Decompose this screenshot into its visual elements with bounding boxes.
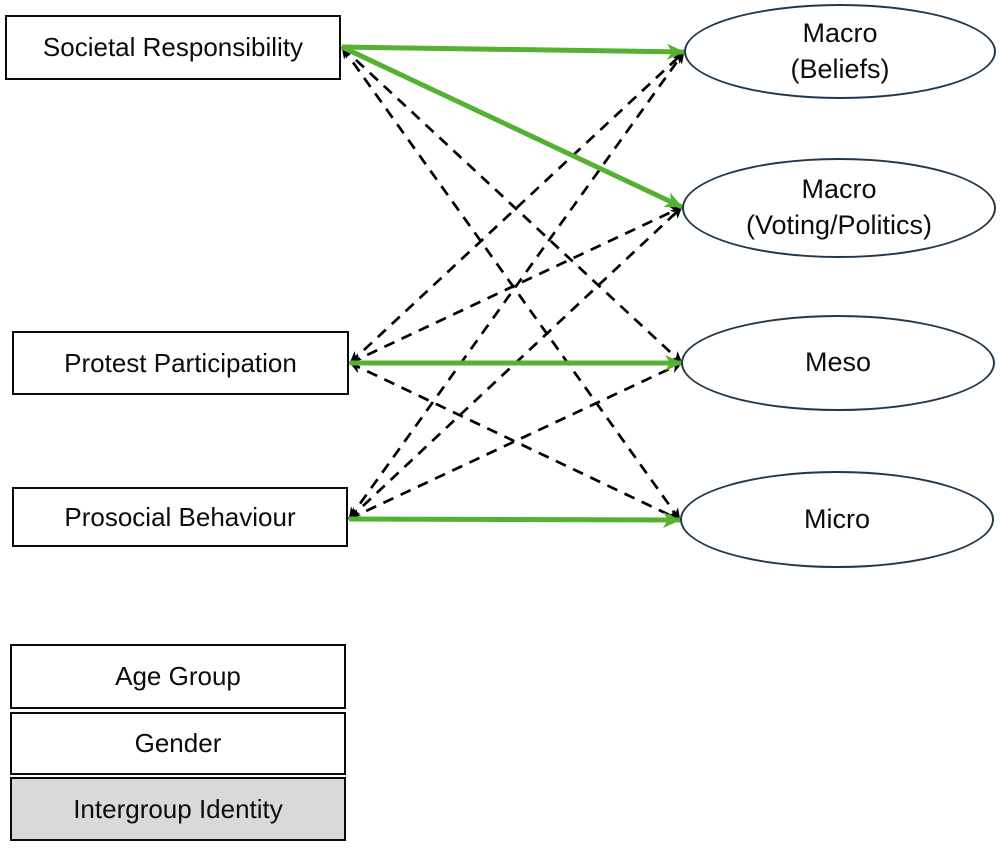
covariate-label: Intergroup Identity [73, 793, 283, 824]
path-societal_responsibility-to-meso [341, 46, 683, 364]
outcome-micro: Micro [680, 471, 994, 568]
predictor-label: Prosocial Behaviour [64, 501, 296, 532]
path-prosocial_behaviour-to-micro [348, 511, 681, 528]
path-societal_responsibility-to-macro_beliefs [341, 43, 685, 60]
predictor-label: Societal Responsibility [42, 32, 304, 63]
outcome-meso: Meso [681, 315, 995, 411]
path-societal_responsibility-to-macro_voting [340, 44, 684, 210]
path-societal_responsibility-to-micro [340, 46, 682, 521]
covariate-age-group: Age Group [10, 644, 346, 709]
covariate-label: Gender [134, 728, 222, 759]
path-prosocial_behaviour-to-macro_beliefs [347, 51, 686, 520]
predictor-label: Protest Participation [64, 347, 297, 378]
path-protest_participation-to-macro_beliefs [349, 51, 685, 364]
covariate-intergroup-identity: Intergroup Identity [10, 777, 346, 841]
outcome-label-line1: Meso [804, 347, 872, 378]
covariate-gender: Gender [10, 712, 346, 775]
predictor-protest-participation: Protest Participation [12, 331, 349, 395]
outcome-label-line2: (Voting/Politics) [745, 210, 933, 240]
outcome-macro-beliefs: Macro (Beliefs) [684, 4, 996, 99]
outcome-label-line1: Macro [801, 174, 877, 205]
covariate-label: Age Group [115, 661, 241, 692]
predictor-societal-responsibility: Societal Responsibility [5, 15, 341, 80]
outcome-label-line1: Micro [804, 503, 870, 534]
outcome-label-line2: (Beliefs) [790, 53, 890, 84]
outcome-macro-voting-politics: Macro (Voting/Politics) [682, 158, 996, 258]
outcome-label-line1: Macro [802, 17, 878, 48]
predictor-prosocial-behaviour: Prosocial Behaviour [12, 487, 348, 547]
path-prosocial_behaviour-to-meso [348, 361, 683, 521]
